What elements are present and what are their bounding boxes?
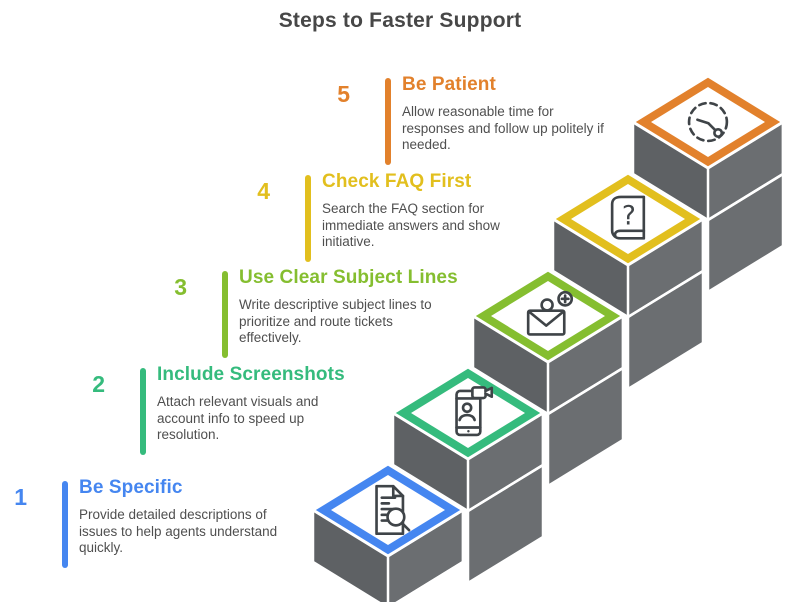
- svg-text:?: ?: [622, 200, 636, 231]
- step-5-platform-left-face: [633, 122, 708, 220]
- step-accent-bar: [222, 271, 228, 358]
- step-title: Include Screenshots: [157, 364, 345, 385]
- step-title: Use Clear Subject Lines: [239, 267, 458, 288]
- phone-screenshot-icon: [455, 386, 494, 437]
- step-number: 3: [174, 274, 187, 300]
- step-number: 1: [14, 484, 27, 510]
- step-title: Be Patient: [402, 74, 496, 95]
- step-2-platform-left-face: [393, 413, 468, 511]
- step-description: Provide detailed descriptions of issues …: [79, 507, 278, 555]
- step-accent-bar: [62, 481, 68, 568]
- step-1-platform-left-face: [313, 510, 388, 602]
- step-accent-bar: [140, 368, 146, 455]
- patience-clock-icon: [687, 101, 729, 143]
- page-title: Steps to Faster Support: [278, 9, 522, 32]
- step-description: Search the FAQ section for immediate ans…: [322, 201, 500, 249]
- step-description: Allow reasonable time for responses and …: [402, 104, 604, 152]
- step-number: 5: [337, 81, 350, 107]
- step-accent-bar: [385, 78, 391, 165]
- step-description: Write descriptive subject lines to prior…: [239, 297, 432, 345]
- step-4-platform-left-face: [553, 219, 628, 317]
- step-title: Check FAQ First: [322, 171, 472, 192]
- step-accent-bar: [305, 175, 311, 262]
- step-number: 2: [92, 371, 105, 397]
- mail-add-icon: [526, 290, 574, 336]
- step-title: Be Specific: [79, 477, 183, 498]
- step-description: Attach relevant visuals and account info…: [157, 394, 319, 442]
- faq-book-icon: ?: [610, 195, 646, 240]
- step-number: 4: [257, 178, 270, 204]
- step-3-platform-left-face: [473, 316, 548, 414]
- step-2-diamond-inner: [411, 378, 525, 448]
- document-search-icon: [375, 484, 411, 536]
